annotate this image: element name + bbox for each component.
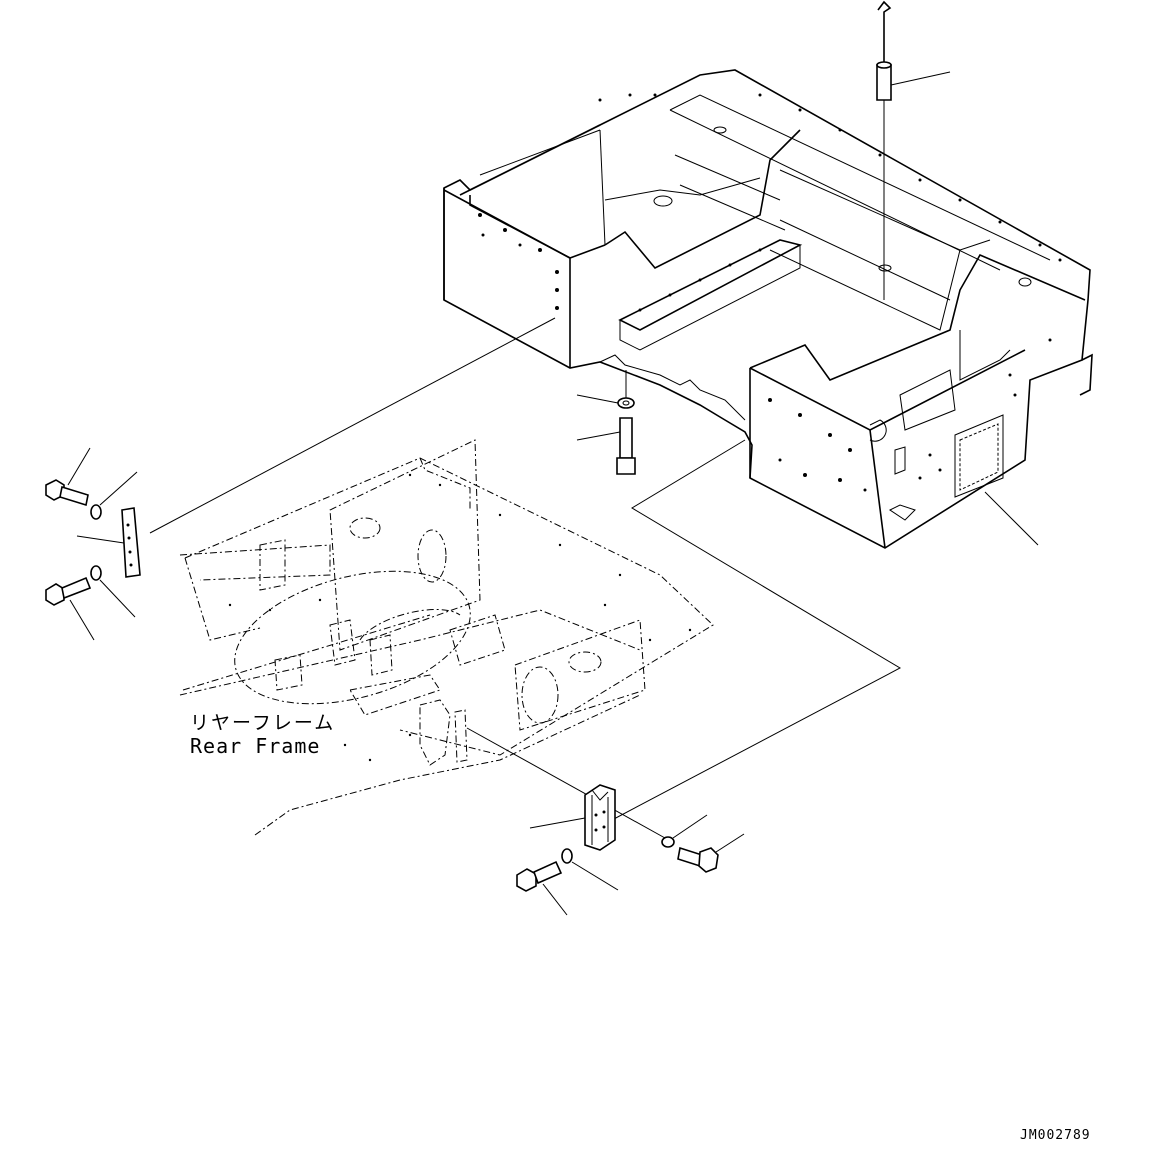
left-bracket-assembly	[45, 447, 141, 641]
main-frame-body	[443, 69, 1093, 549]
lower-bracket-assembly	[516, 784, 745, 916]
drawing-code: JM002789	[1020, 1128, 1091, 1143]
pin-part	[876, 0, 951, 300]
rear-frame-phantom	[179, 439, 714, 836]
rear-frame-label-jp: リヤーフレーム	[190, 712, 336, 734]
rear-frame-label-en: Rear Frame	[190, 734, 321, 758]
leader-lines	[149, 317, 1039, 839]
center-bolt-washer	[576, 370, 636, 475]
